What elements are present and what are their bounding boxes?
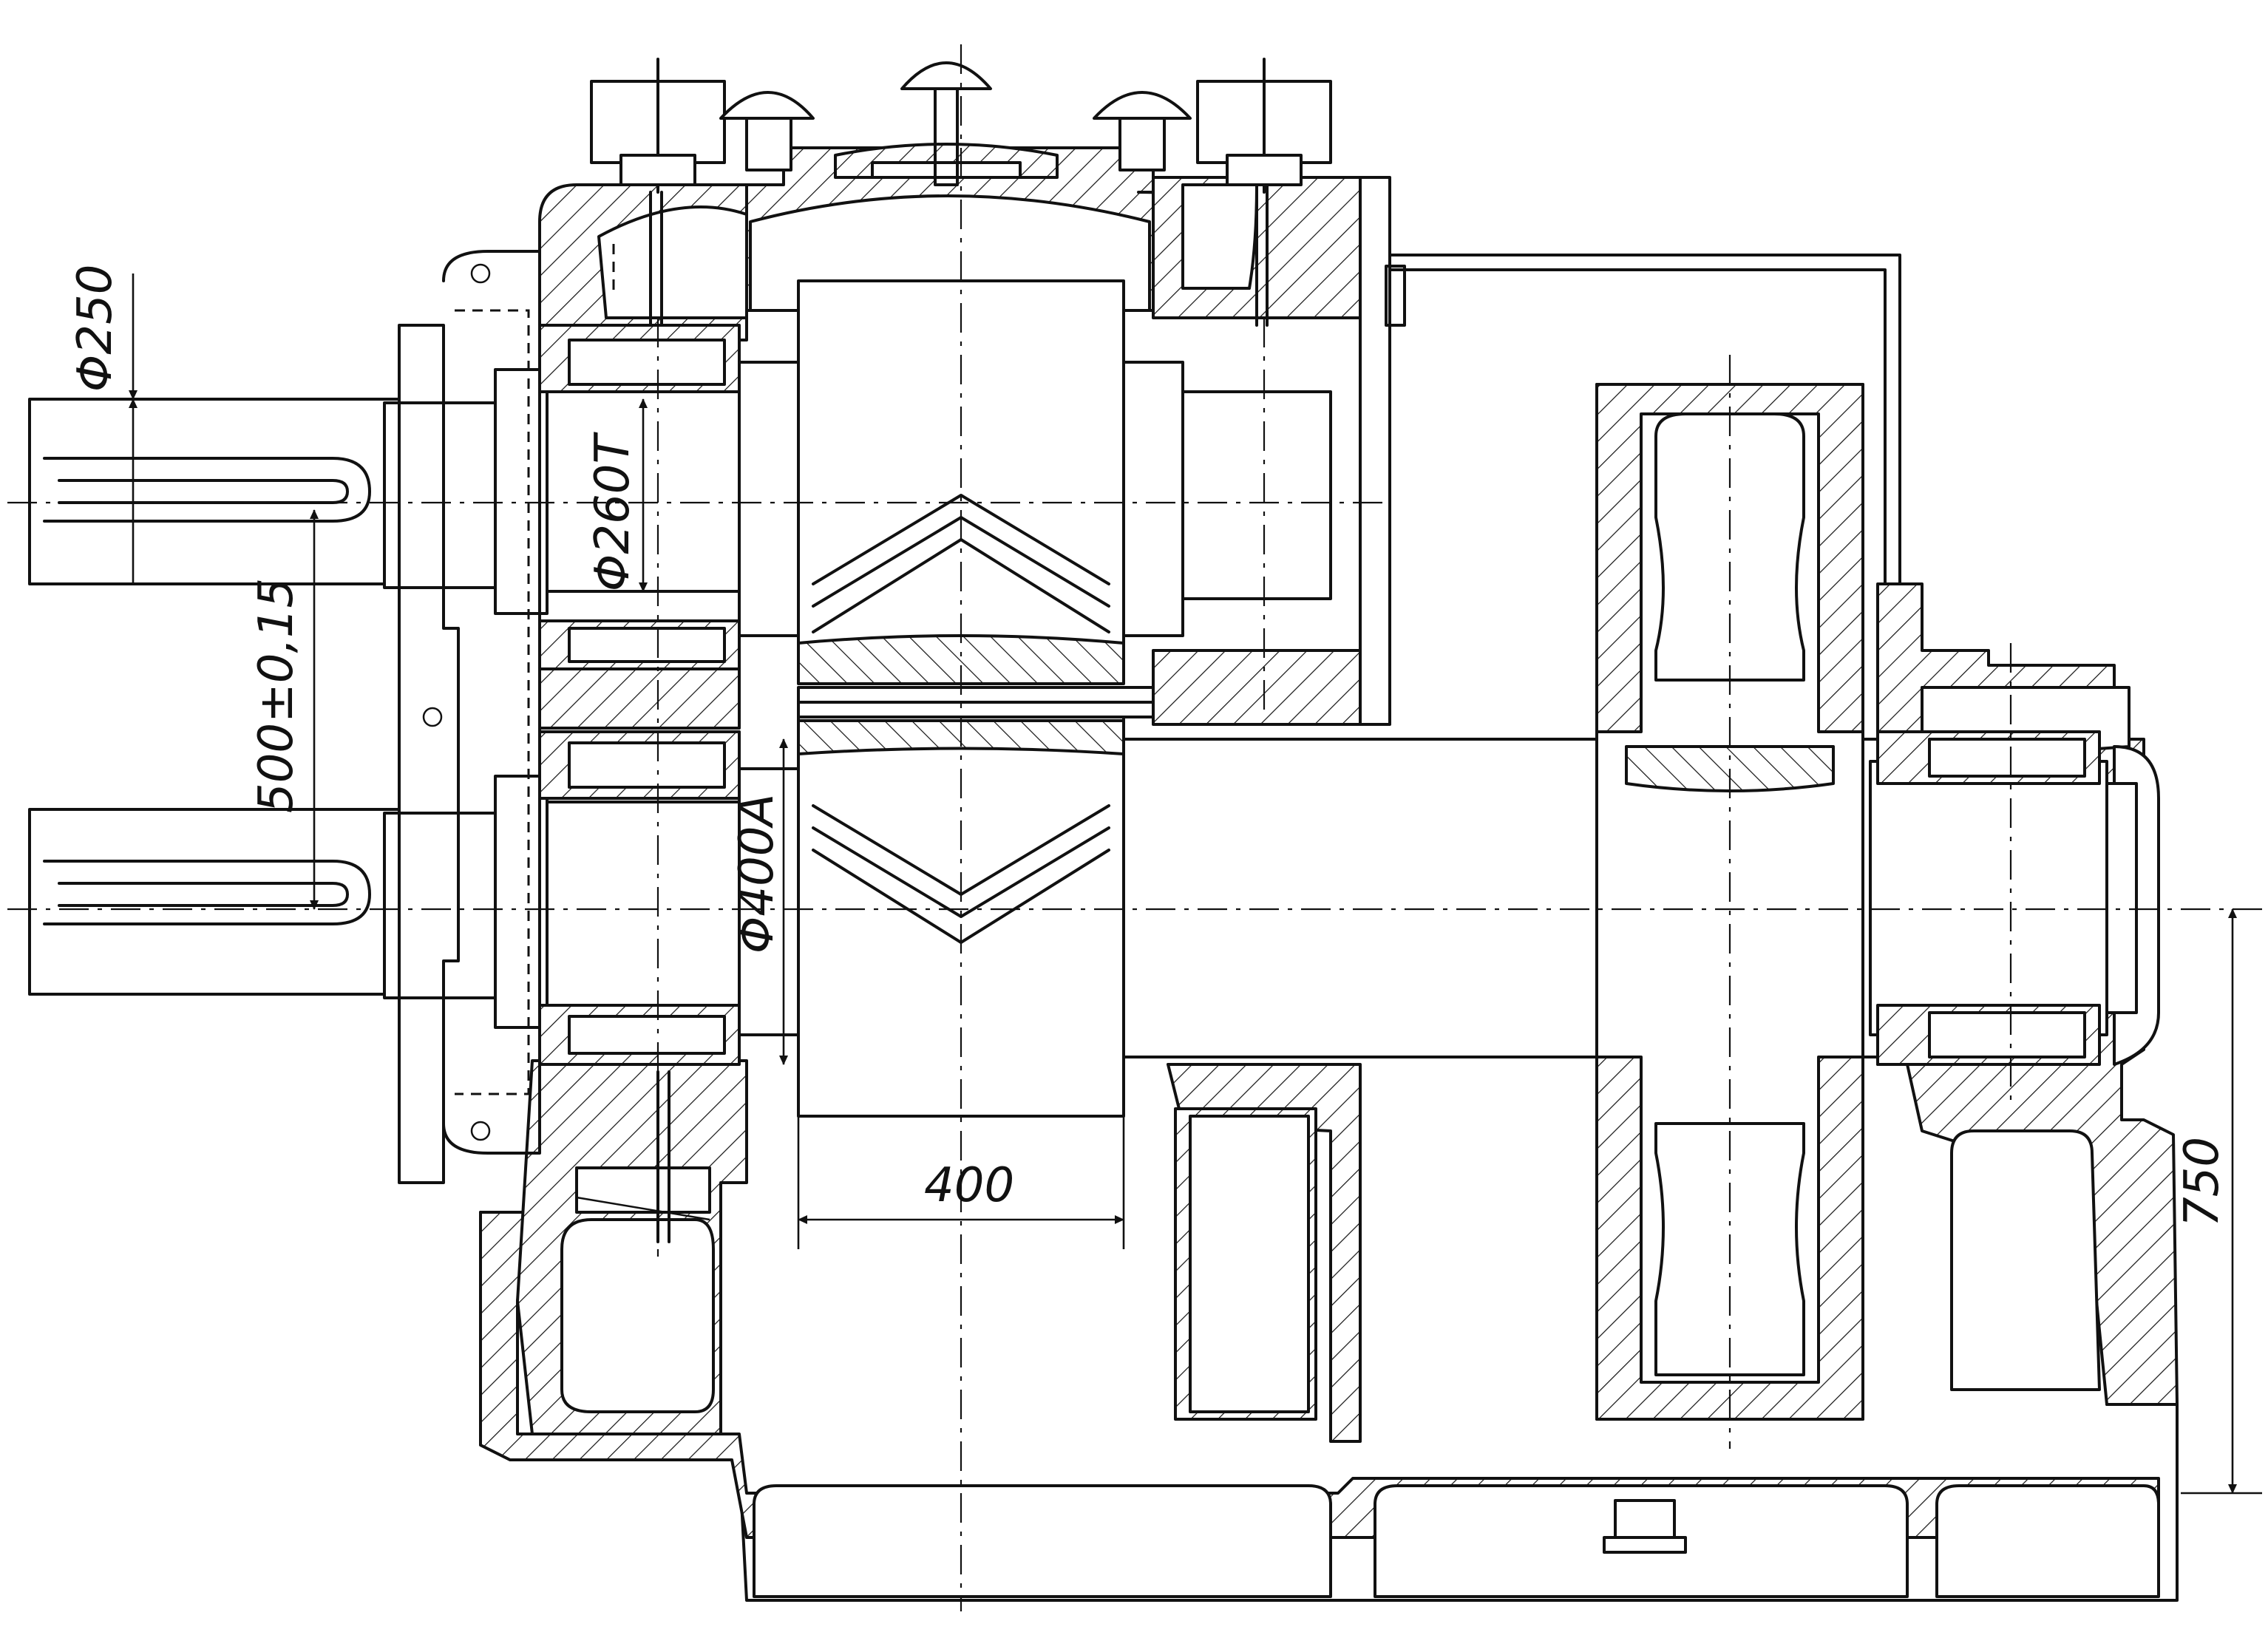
dimension-width-400: 400 xyxy=(797,1116,1125,1249)
bearing-upper-left xyxy=(538,324,741,730)
pinion-gear xyxy=(1595,383,1864,1421)
housing-base xyxy=(479,1211,2179,1602)
shaft-separator xyxy=(797,686,1155,718)
housing-left-upper xyxy=(538,183,748,341)
drain-plug xyxy=(1614,1499,1676,1539)
dimension-d400a: Φ400A xyxy=(730,738,788,1065)
center-lines xyxy=(7,44,2262,1611)
dimension-center-distance: 500±0,15 xyxy=(249,509,319,910)
output-shaft-upper xyxy=(28,368,741,615)
housing-left-lower xyxy=(516,1059,748,1435)
top-cap xyxy=(834,61,1059,186)
dimension-width-400-label: 400 xyxy=(924,1158,1014,1213)
bolt-right-1 xyxy=(1093,91,1192,171)
dimension-d260t: Φ260T xyxy=(585,398,648,592)
dimension-d250-label: Φ250 xyxy=(68,264,123,392)
bolt-left-2 xyxy=(719,91,815,171)
bolt-left-1 xyxy=(590,58,726,194)
dimension-d250: Φ250 xyxy=(68,264,137,584)
upper-rotor xyxy=(738,279,1332,685)
dimension-d400a-label: Φ400A xyxy=(730,794,784,954)
dimension-height-750: 750 xyxy=(2175,908,2262,1495)
lower-rotor xyxy=(738,716,1125,1118)
dimension-center-distance-label: 500±0,15 xyxy=(249,578,304,813)
output-shaft-lower xyxy=(28,775,741,1029)
housing-center-right xyxy=(1152,176,1391,1443)
dimension-height-750-label: 750 xyxy=(2175,1137,2230,1227)
bolt-right-2 xyxy=(1196,58,1332,194)
dimension-d260t-label: Φ260T xyxy=(585,431,640,591)
